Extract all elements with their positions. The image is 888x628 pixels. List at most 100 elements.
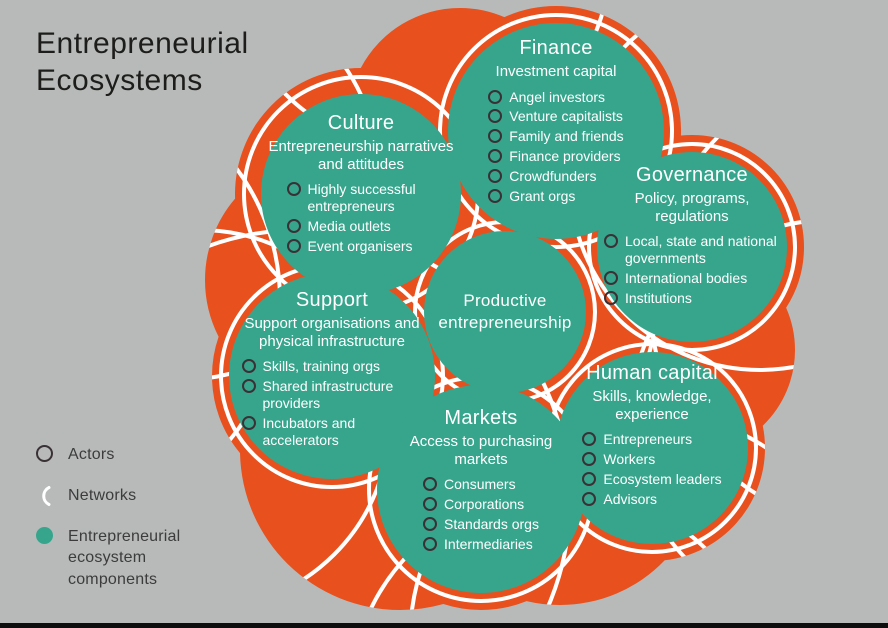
actor-item-label: Event organisers xyxy=(307,237,413,254)
actor-item-label: Entrepreneurs xyxy=(603,431,693,448)
legend-row-networks: Networks xyxy=(36,485,210,507)
actor-item: Entrepreneurs xyxy=(582,431,721,448)
actor-item: Consumers xyxy=(423,476,539,493)
actor-ring-icon xyxy=(286,238,301,253)
actor-item-label: Shared infrastructure providers xyxy=(262,378,394,411)
component-subtitle: Investment capital xyxy=(495,63,617,80)
ecosystem-component-dot-icon xyxy=(36,526,53,544)
actor-item-label: Intermediaries xyxy=(444,535,533,552)
actor-item: Finance providers xyxy=(488,148,623,165)
actor-item-label: Workers xyxy=(603,451,656,468)
legend: Actors Networks Entrepreneurial ecosyste… xyxy=(36,444,210,609)
actor-ring-icon xyxy=(241,415,256,430)
actor-item: Media outlets xyxy=(286,217,436,235)
actor-ring-icon xyxy=(423,536,438,551)
legend-label-components: Entrepreneurial ecosystem components xyxy=(68,527,181,588)
actor-item: Venture capitalists xyxy=(488,108,623,125)
actor-ring-icon xyxy=(488,89,503,104)
component-subtitle: Skills, knowledge, experience xyxy=(592,388,712,423)
actor-ring-icon xyxy=(423,516,438,531)
actor-item-label: Venture capitalists xyxy=(509,108,623,125)
actor-item: Event organisers xyxy=(286,237,436,255)
actor-item-label: Corporations xyxy=(444,496,525,513)
actor-item-label: Standards orgs xyxy=(444,515,539,532)
actor-ring-icon xyxy=(488,168,503,183)
actor-item: Standards orgs xyxy=(423,516,539,533)
actor-item-label: Advisors xyxy=(603,490,658,507)
actors-ring-icon xyxy=(36,445,53,462)
actor-ring-icon xyxy=(286,182,301,197)
component-title: Human capital xyxy=(586,362,718,384)
actor-item-label: Media outlets xyxy=(307,217,391,234)
actor-item: Grant orgs xyxy=(488,188,623,205)
component-title: Governance xyxy=(636,164,748,186)
actor-item-label: Grant orgs xyxy=(509,187,576,204)
actor-item: Incubators and accelerators xyxy=(241,415,423,449)
actor-ring-icon xyxy=(241,359,256,374)
center-circle-productive-entrepreneurship: Productive entrepreneurship xyxy=(424,231,586,393)
actor-ring-icon xyxy=(286,218,301,233)
component-subtitle: Support organisations and physical infra… xyxy=(244,315,420,350)
actor-ring-icon xyxy=(582,471,597,486)
actor-item-label: Highly successful entrepreneurs xyxy=(307,181,416,215)
bottom-edge-bar xyxy=(0,623,888,628)
component-circle-human-capital: Human capital Skills, knowledge, experie… xyxy=(556,352,748,544)
actor-item-label: Ecosystem leaders xyxy=(603,470,722,487)
legend-row-components: Entrepreneurial ecosystem components xyxy=(36,526,210,591)
actor-item-label: Finance providers xyxy=(509,148,621,165)
actor-item: Skills, training orgs xyxy=(241,358,423,375)
actor-item: Local, state and national governments xyxy=(604,233,780,267)
actor-item-label: Crowdfunders xyxy=(509,167,597,184)
actor-ring-icon xyxy=(241,379,256,394)
component-circle-markets: Markets Access to purchasing markets Con… xyxy=(377,385,585,593)
page-title: Entrepreneurial Ecosystems xyxy=(36,27,249,97)
actor-item: Institutions xyxy=(604,290,780,307)
component-title: Markets xyxy=(444,407,518,429)
actor-ring-icon xyxy=(582,491,597,506)
actor-item: Shared infrastructure providers xyxy=(241,378,423,412)
actor-item-label: Family and friends xyxy=(509,128,624,145)
actor-item-label: Consumers xyxy=(444,476,516,493)
component-title: Culture xyxy=(327,112,395,134)
component-subtitle: Access to purchasing markets xyxy=(409,433,553,468)
component-subtitle: Policy, programs, regulations xyxy=(634,190,750,225)
actor-item: Corporations xyxy=(423,496,539,513)
legend-label-actors: Actors xyxy=(68,446,115,463)
actor-item: Family and friends xyxy=(488,128,624,145)
networks-arc-icon xyxy=(42,485,51,506)
actor-ring-icon xyxy=(582,452,597,467)
actor-item: Highly successful entrepreneurs xyxy=(286,181,436,215)
actor-item-label: Local, state and national governments xyxy=(625,233,777,267)
component-circle-governance: Governance Policy, programs, regulations… xyxy=(597,152,787,342)
actor-item-label: International bodies xyxy=(625,269,748,286)
actor-ring-icon xyxy=(488,109,503,124)
actor-item: Advisors xyxy=(582,491,721,508)
actor-ring-icon xyxy=(488,188,503,203)
actor-ring-icon xyxy=(423,477,438,492)
actor-item: International bodies xyxy=(604,270,780,287)
component-circle-culture: Culture Entrepreneurship narratives and … xyxy=(261,94,461,294)
actor-ring-icon xyxy=(604,234,618,249)
actor-ring-icon xyxy=(488,129,503,144)
actor-item: Crowdfunders xyxy=(488,168,623,185)
actor-ring-icon xyxy=(582,432,597,447)
actor-ring-icon xyxy=(604,270,618,285)
actor-item-label: Skills, training orgs xyxy=(262,358,381,375)
component-subtitle: Entrepreneurship narratives and attitude… xyxy=(268,138,454,173)
component-title: Finance xyxy=(519,37,593,59)
actor-ring-icon xyxy=(604,290,618,305)
actor-ring-icon xyxy=(488,149,503,164)
component-title: Support xyxy=(295,289,369,311)
legend-label-networks: Networks xyxy=(68,486,137,504)
actor-item: Intermediaries xyxy=(423,536,539,553)
actor-ring-icon xyxy=(423,497,438,512)
actor-item: Angel investors xyxy=(488,89,623,106)
actor-item: Workers xyxy=(582,451,721,468)
legend-row-actors: Actors xyxy=(36,444,210,466)
